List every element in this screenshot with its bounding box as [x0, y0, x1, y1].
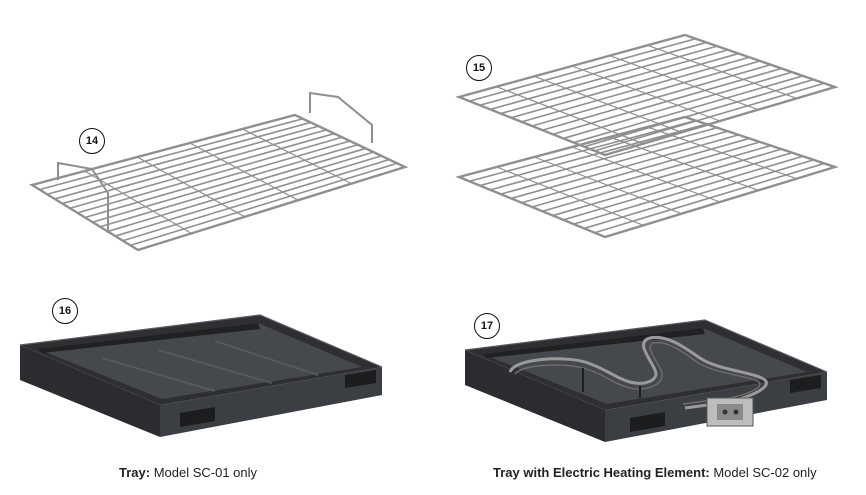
item-badge-15: 15	[466, 55, 492, 81]
wire-rack-with-handles-icon	[28, 91, 409, 252]
caption-tray: Tray: Model SC-01 only	[119, 465, 257, 480]
caption-tray-rest: Model SC-01 only	[150, 465, 258, 480]
item-14-panel	[20, 85, 420, 265]
item-badge-16: 16	[52, 298, 78, 324]
caption-tray-heating: Tray with Electric Heating Element: Mode…	[493, 465, 817, 480]
item-16-panel	[10, 295, 390, 445]
caption-tray-heating-rest: Model SC-02 only	[709, 465, 817, 480]
item-15-panel	[445, 25, 850, 265]
tray-heating-element-icon	[464, 319, 828, 442]
two-wire-racks-icon	[455, 33, 839, 239]
caption-tray-heating-bold: Tray with Electric Heating Element:	[493, 465, 710, 480]
item-badge-14: 14	[79, 128, 105, 154]
caption-tray-bold: Tray:	[119, 465, 151, 480]
item-17-panel	[455, 300, 835, 450]
item-badge-17: 17	[474, 313, 500, 339]
tray-icon	[19, 314, 383, 437]
